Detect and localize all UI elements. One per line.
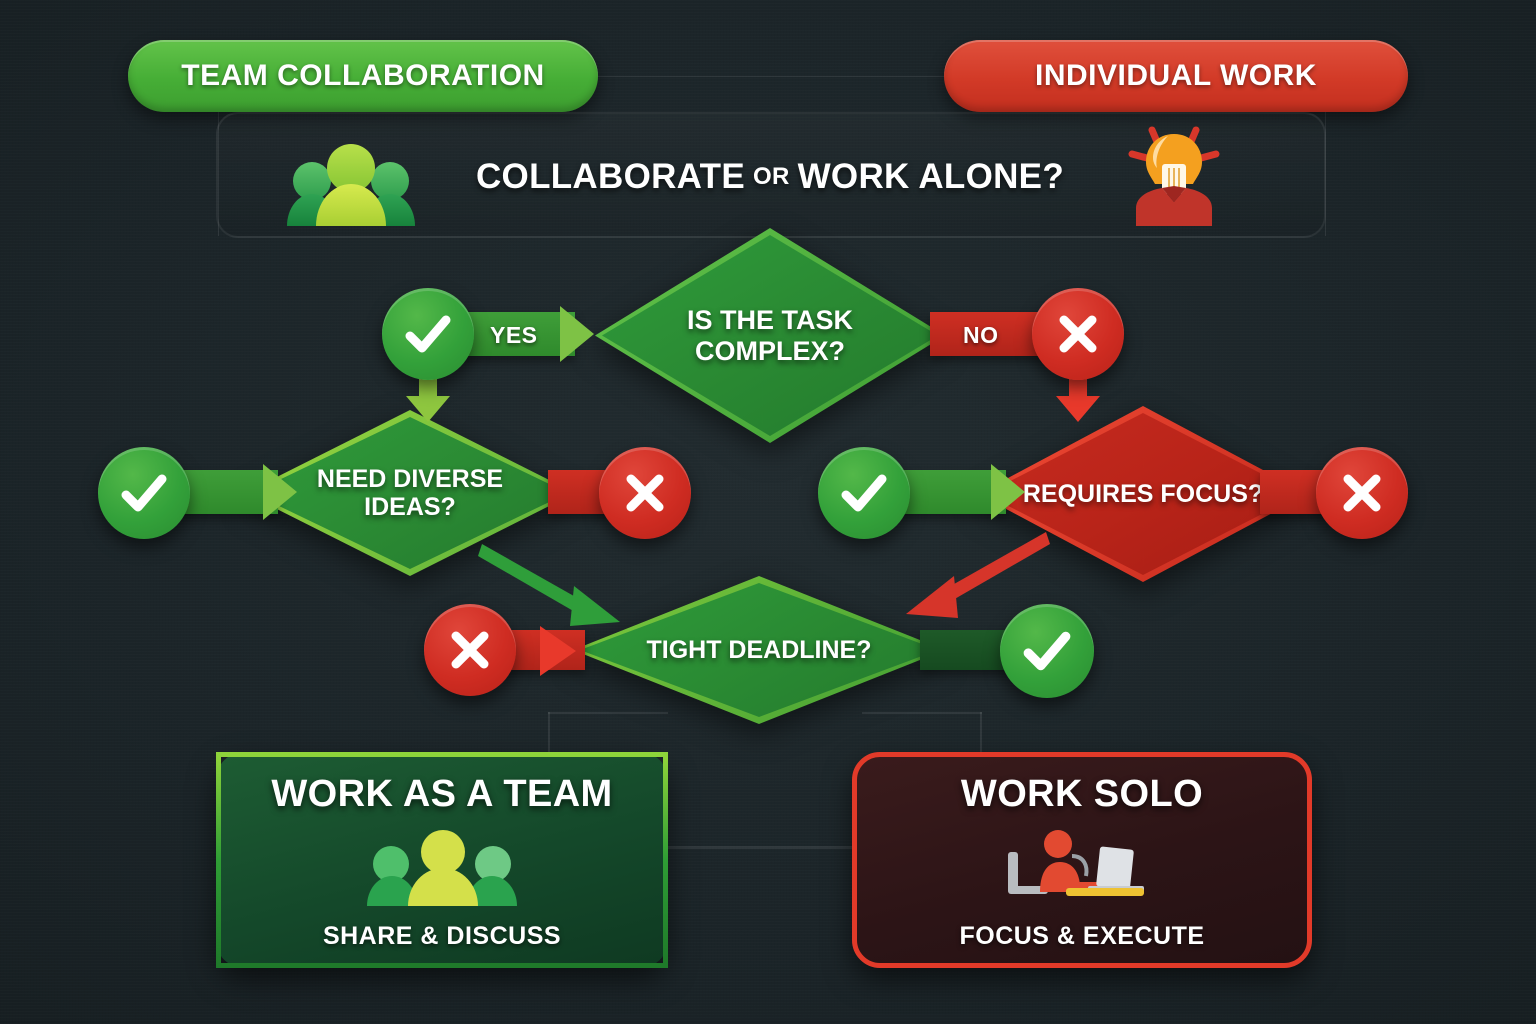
badge-d2-yes-check[interactable] [98, 447, 190, 539]
page-title-part2: WORK ALONE? [797, 157, 1065, 196]
outcome-card-work-as-a-team[interactable]: WORK AS A TEAM SHARE & DISCUSS [216, 752, 668, 968]
badge-d1-no-cross[interactable] [1032, 288, 1124, 380]
badge-d3-yes-check[interactable] [818, 447, 910, 539]
outcome-card-work-solo[interactable]: WORK SOLO FOCUS & EXECUTE [852, 752, 1312, 968]
connector-yes-arrowhead-d1 [560, 300, 598, 368]
cross-icon [1343, 474, 1381, 512]
guide-branch-right-h [862, 712, 982, 714]
decision-line-1: NEED DIVERSE [316, 465, 504, 493]
decision-is-task-complex[interactable]: IS THE TASK COMPLEX? [595, 228, 945, 443]
decision-requires-focus[interactable]: REQUIRES FOCUS? [978, 406, 1308, 582]
guide-branch-left-h [548, 712, 668, 714]
badge-individual-work[interactable]: INDIVIDUAL WORK [944, 40, 1408, 112]
connector-arrowhead-d4-no [540, 620, 580, 682]
decision-tight-deadline-label: TIGHT DEADLINE? [633, 636, 886, 664]
page-title-part1: COLLABORATE [475, 157, 745, 196]
badge-d1-yes-check[interactable] [382, 288, 474, 380]
page-title-or: OR [752, 163, 790, 190]
person-lightbulb-icon [1112, 120, 1236, 226]
badge-team-collaboration-label: TEAM COLLABORATION [181, 59, 545, 92]
connector-arrowhead-d3-yes [991, 458, 1029, 526]
badge-d2-no-cross[interactable] [599, 447, 691, 539]
guide-branch-left [548, 712, 550, 764]
check-icon [121, 474, 167, 512]
decision-is-task-complex-label: IS THE TASK COMPLEX? [673, 305, 867, 365]
decision-line-1: REQUIRES FOCUS? [1022, 480, 1264, 508]
decision-line-1: IS THE TASK [686, 305, 853, 336]
arrow-d3-to-deadline [878, 530, 1050, 632]
guide-line-top-left [218, 76, 1326, 77]
outcome-team-icon-wrap [221, 826, 663, 906]
connector-bar-d3-yes [896, 470, 1006, 514]
decision-need-diverse-ideas-label: NEED DIVERSE IDEAS? [303, 465, 517, 521]
outcome-solo-icon-wrap [857, 826, 1307, 906]
decision-requires-focus-label: REQUIRES FOCUS? [1009, 480, 1277, 508]
guide-line-right-vertical [1325, 76, 1326, 236]
cross-icon [1059, 315, 1097, 353]
people-group-icon [287, 138, 415, 226]
outcome-team-title: WORK AS A TEAM [271, 773, 613, 815]
page-title: COLLABORATE OR WORK ALONE? [470, 150, 1070, 204]
guide-cards-connector [664, 846, 856, 849]
connector-yes-label: YES [490, 322, 538, 348]
guide-line-left-vertical [218, 76, 219, 236]
badge-d4-no-cross[interactable] [424, 604, 516, 696]
outcome-solo-title: WORK SOLO [960, 773, 1204, 815]
decision-line-2: IDEAS? [364, 493, 456, 521]
badge-d4-yes-check[interactable] [1000, 604, 1094, 698]
outcome-team-subtitle: SHARE & DISCUSS [322, 922, 562, 950]
decision-line-1: TIGHT DEADLINE? [646, 636, 872, 664]
guide-branch-right [980, 712, 982, 764]
badge-individual-work-label: INDIVIDUAL WORK [1035, 59, 1317, 92]
connector-arrowhead-d2-yes [263, 458, 301, 526]
cross-icon [626, 474, 664, 512]
people-group-icon [367, 826, 517, 906]
outcome-solo-subtitle: FOCUS & EXECUTE [959, 922, 1205, 950]
check-icon [405, 315, 451, 353]
arrow-d2-to-deadline [478, 538, 638, 634]
decision-need-diverse-ideas[interactable]: NEED DIVERSE IDEAS? [245, 410, 575, 576]
decision-line-2: COMPLEX? [694, 335, 845, 366]
cross-icon [451, 631, 489, 669]
person-at-laptop-icon [1008, 830, 1144, 896]
badge-team-collaboration[interactable]: TEAM COLLABORATION [128, 40, 598, 112]
decision-tight-deadline[interactable]: TIGHT DEADLINE? [573, 576, 945, 724]
check-icon [1023, 631, 1071, 671]
badge-d3-no-cross[interactable] [1316, 447, 1408, 539]
connector-no-label: NO [963, 322, 999, 348]
check-icon [841, 474, 887, 512]
